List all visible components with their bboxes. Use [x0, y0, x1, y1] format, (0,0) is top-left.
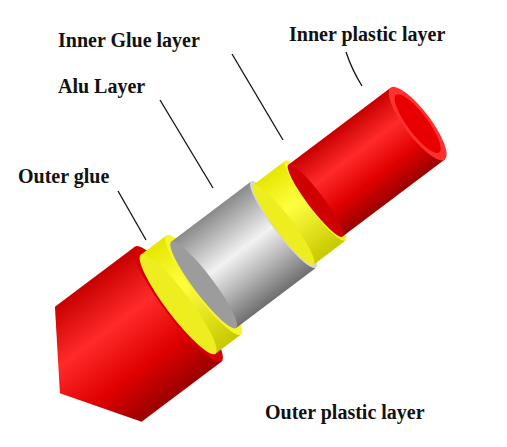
leader-line	[232, 54, 283, 140]
part-label: Outer glue	[18, 164, 109, 188]
inner-plastic-end	[380, 80, 455, 168]
leader-line	[160, 100, 213, 188]
part-label: Inner Glue layer	[58, 28, 200, 52]
leader-line	[118, 191, 146, 240]
inner-plastic-bore	[388, 89, 447, 159]
part-label: Outer plastic layer	[265, 400, 425, 424]
leader-line	[346, 52, 362, 86]
part-label: Inner plastic layer	[289, 22, 445, 46]
alu-face	[163, 236, 244, 334]
part-label: Alu Layer	[58, 74, 145, 98]
inner-plastic-face	[282, 160, 349, 242]
